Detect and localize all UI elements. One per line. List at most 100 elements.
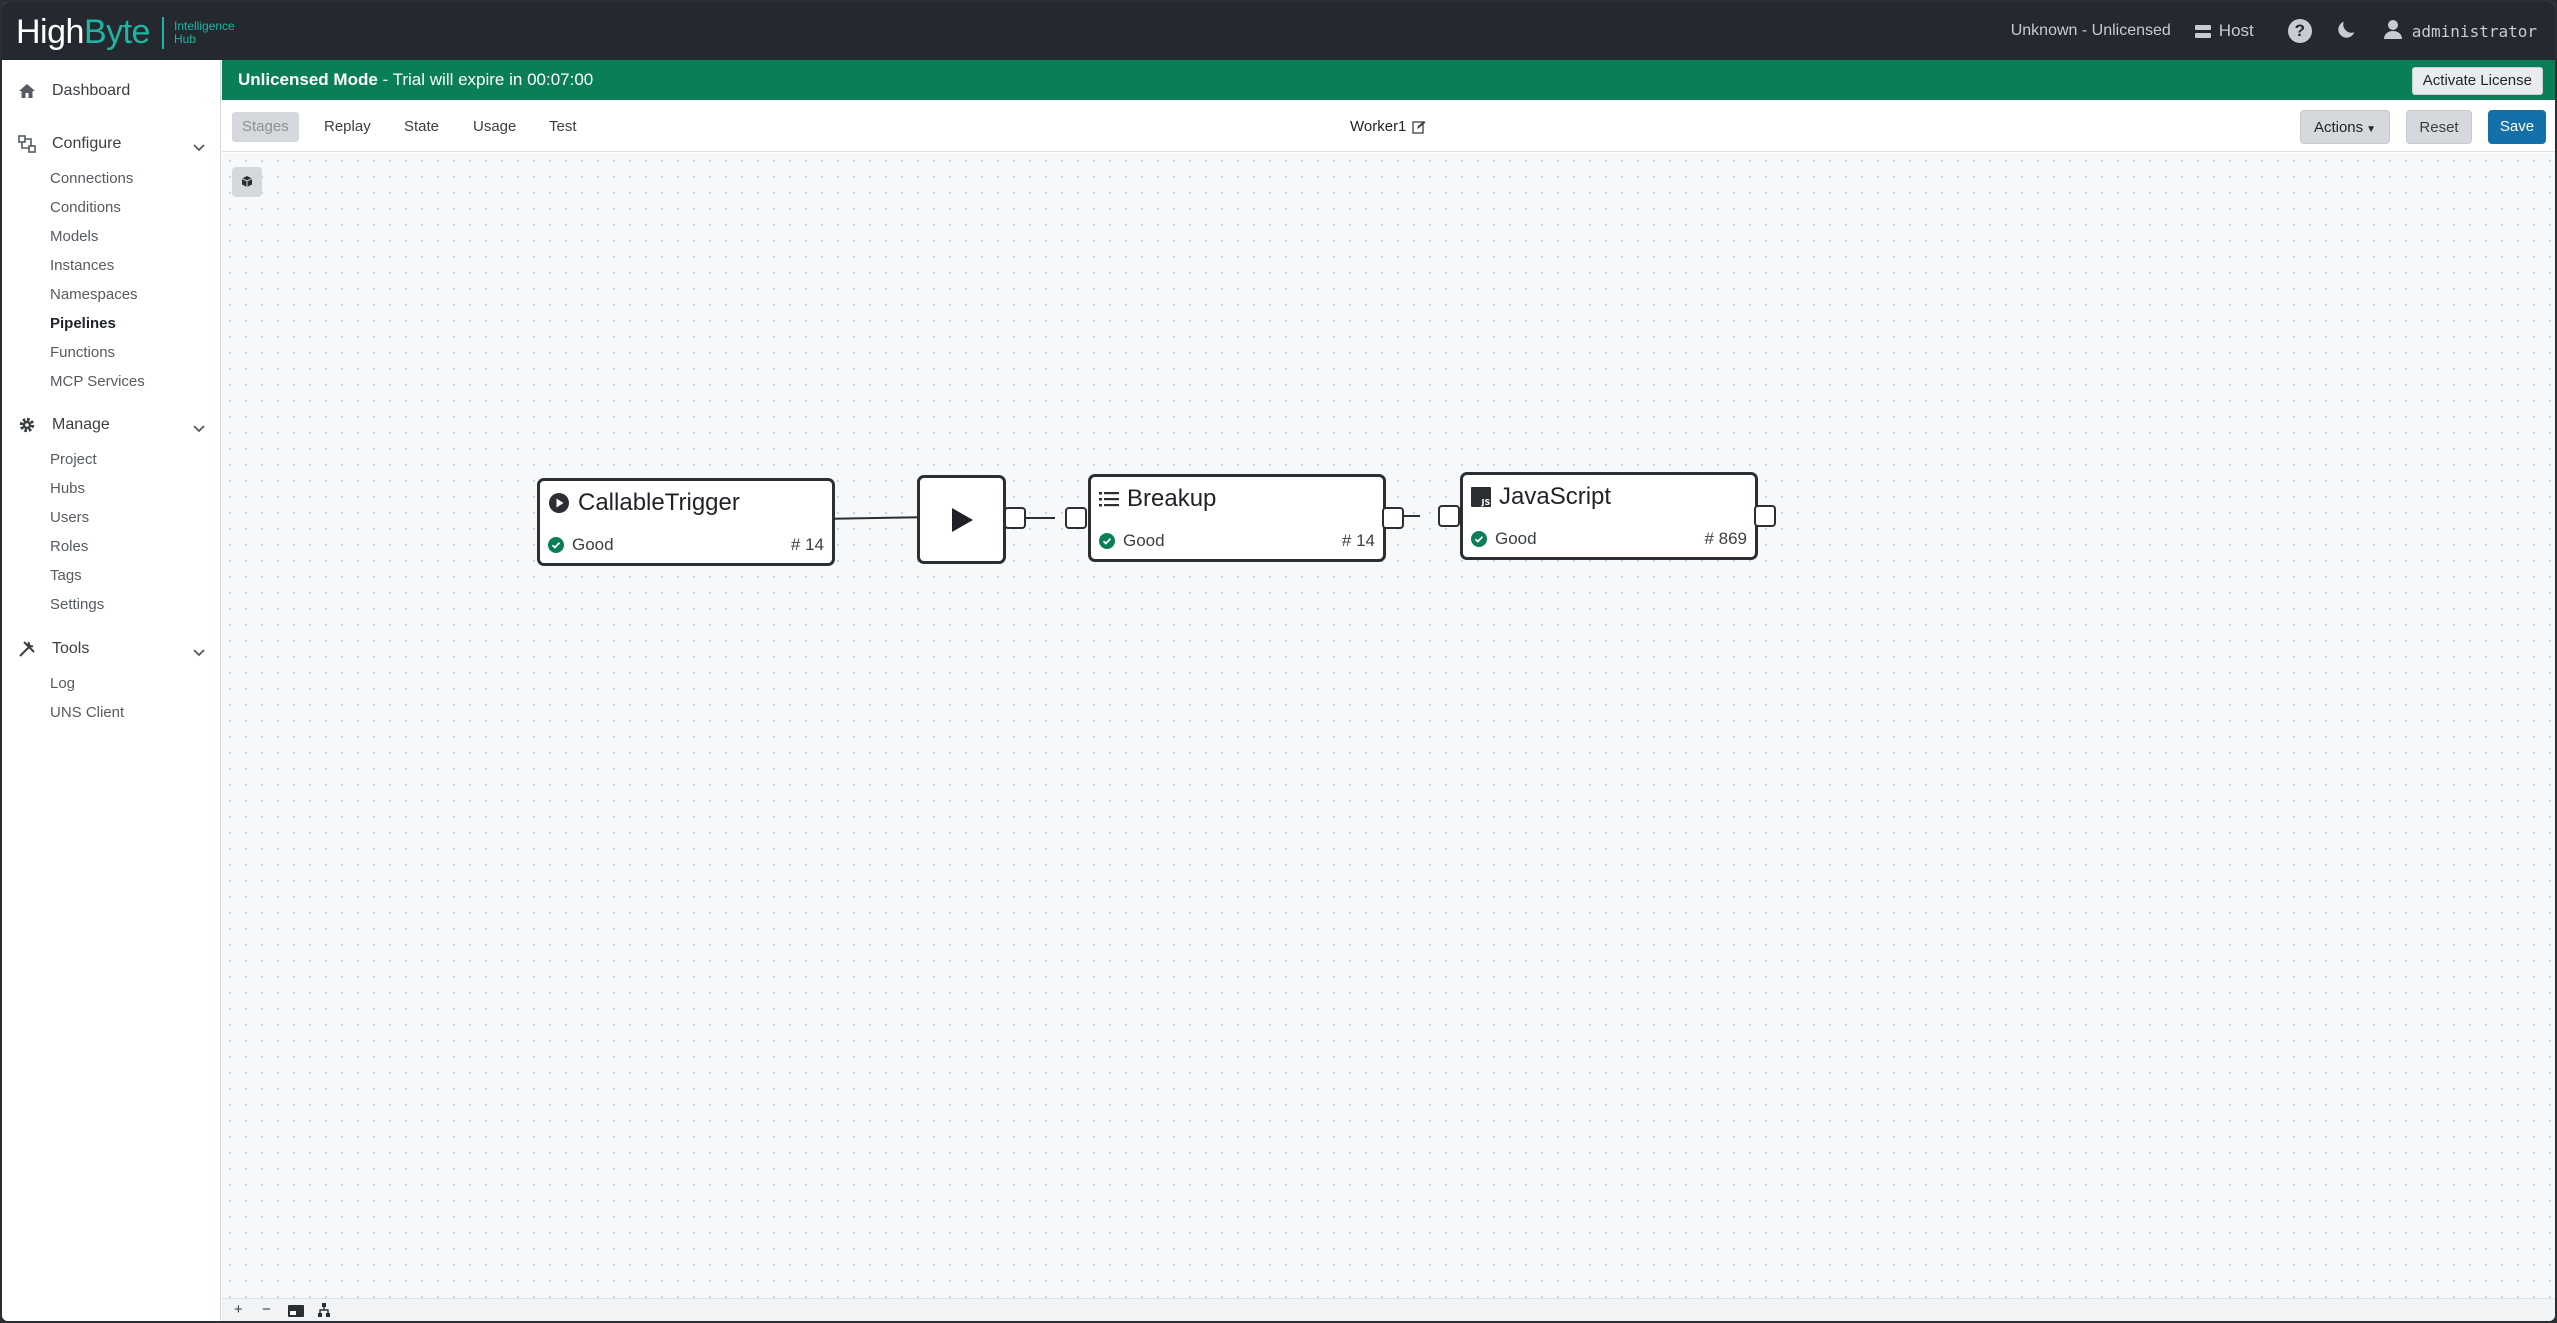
play-circle-icon: [548, 492, 570, 514]
sidebar-item-hubs[interactable]: Hubs: [50, 480, 86, 497]
sidebar-item-project[interactable]: Project: [50, 451, 97, 468]
actions-label: Actions: [2313, 119, 2364, 136]
logo-text-accent: Byte: [83, 13, 151, 51]
chevron-down-icon[interactable]: [192, 140, 206, 158]
logo-subtitle-line2: Hub: [173, 31, 196, 46]
output-port[interactable]: [1004, 507, 1026, 529]
server-icon: [2194, 24, 2211, 38]
stage-node-javascript[interactable]: JS JavaScript Good # 869: [1460, 472, 1758, 560]
zoom-in-button[interactable]: +: [234, 1301, 243, 1318]
sidebar-item-conditions[interactable]: Conditions: [50, 199, 121, 216]
user-menu[interactable]: administrator: [2383, 19, 2537, 44]
trigger-play-node[interactable]: [917, 475, 1006, 564]
sidebar-item-log[interactable]: Log: [50, 675, 76, 692]
sidebar-item-roles[interactable]: Roles: [50, 538, 89, 555]
sidebar-section-configure[interactable]: Configure: [18, 135, 121, 153]
node-count: # 14: [790, 535, 824, 554]
save-button[interactable]: Save: [2488, 110, 2546, 144]
moon-icon[interactable]: [2336, 18, 2358, 45]
tab-usage[interactable]: Usage: [473, 118, 517, 135]
chevron-down-icon[interactable]: [192, 421, 206, 439]
activate-license-button[interactable]: Activate License: [2411, 67, 2543, 95]
home-icon: [18, 82, 36, 100]
auto-layout-icon[interactable]: [318, 1303, 330, 1321]
logo-subtitle-line1: Intelligence: [173, 18, 235, 33]
pipeline-name[interactable]: Worker1: [1350, 112, 1426, 142]
help-icon[interactable]: ?: [2287, 19, 2312, 43]
edit-icon[interactable]: [1412, 120, 1426, 134]
sidebar-item-label: Dashboard: [52, 82, 131, 99]
output-port[interactable]: [1382, 507, 1404, 529]
host-button[interactable]: Host: [2194, 21, 2254, 41]
sidebar-item-settings[interactable]: Settings: [50, 596, 105, 613]
sidebar-item-functions[interactable]: Functions: [50, 344, 116, 361]
input-port[interactable]: [1438, 505, 1460, 527]
sidebar-section-label: Manage: [52, 416, 110, 433]
minimap-icon[interactable]: [288, 1304, 304, 1321]
sidebar-item-pipelines[interactable]: Pipelines: [50, 315, 116, 332]
sidebar-item-instances[interactable]: Instances: [50, 257, 115, 274]
gear-icon: [18, 416, 36, 434]
canvas-controls: + −: [222, 1298, 2555, 1321]
banner-mode: Unlicensed Mode: [238, 70, 378, 89]
tab-state[interactable]: State: [404, 118, 440, 135]
check-circle-icon: [1471, 531, 1487, 547]
node-count: # 14: [1341, 531, 1375, 550]
cube-icon: [241, 176, 253, 187]
user-icon: [2383, 19, 2402, 44]
connection-wire: [1007, 517, 1055, 519]
sidebar-item-mcp-services[interactable]: MCP Services: [50, 373, 145, 390]
sidebar-item-tags[interactable]: Tags: [50, 567, 82, 584]
pipeline-canvas[interactable]: CallableTrigger Good # 14 Breakup: [222, 153, 2555, 1298]
check-circle-icon: [1099, 533, 1115, 549]
stage-node-callable-trigger[interactable]: CallableTrigger Good # 14: [537, 478, 835, 566]
tab-replay[interactable]: Replay: [324, 118, 371, 135]
node-status: Good: [572, 535, 614, 554]
flow-icon: [18, 135, 36, 153]
banner-message: - Trial will expire in 00:07:00: [377, 70, 594, 89]
logo-divider: [161, 16, 164, 49]
node-title: CallableTrigger: [578, 489, 740, 516]
sidebar: Dashboard Configure Connections Conditio…: [2, 60, 221, 1321]
pipeline-toolbar: Stages Replay State Usage Test Worker1 A…: [222, 100, 2555, 152]
license-status: Unknown - Unlicensed: [2010, 22, 2171, 39]
sidebar-item-namespaces[interactable]: Namespaces: [50, 286, 138, 303]
svg-text:JS: JS: [1481, 498, 1491, 507]
zoom-out-button[interactable]: −: [262, 1301, 271, 1318]
sidebar-item-users[interactable]: Users: [50, 509, 90, 526]
node-title: JavaScript: [1499, 483, 1612, 510]
reset-button[interactable]: Reset: [2406, 110, 2472, 144]
host-label: Host: [2218, 21, 2254, 40]
input-port[interactable]: [1065, 507, 1087, 529]
pipeline-name-text: Worker1: [1350, 118, 1407, 135]
sidebar-section-tools[interactable]: Tools: [18, 640, 89, 658]
list-icon: [1099, 490, 1119, 508]
node-title: Breakup: [1127, 485, 1217, 512]
node-status: Good: [1123, 531, 1165, 550]
output-port[interactable]: [1754, 505, 1776, 527]
sidebar-item-connections[interactable]: Connections: [50, 170, 134, 187]
logo-subtitle: Intelligence Hub: [173, 18, 235, 46]
caret-down-icon: ▼: [2366, 124, 2377, 135]
sidebar-item-dashboard[interactable]: Dashboard: [18, 82, 130, 100]
sidebar-section-manage[interactable]: Manage: [18, 416, 110, 434]
sidebar-section-label: Tools: [52, 640, 90, 657]
tab-stages[interactable]: Stages: [232, 112, 299, 142]
actions-dropdown-button[interactable]: Actions▼: [2300, 110, 2390, 144]
tab-test[interactable]: Test: [549, 118, 577, 135]
chevron-down-icon[interactable]: [192, 645, 206, 663]
license-banner: Unlicensed Mode - Trial will expire in 0…: [222, 60, 2555, 100]
sidebar-section-label: Configure: [52, 135, 122, 152]
stage-node-breakup[interactable]: Breakup Good # 14: [1088, 474, 1386, 562]
connection-wire: [832, 516, 922, 520]
javascript-icon: JS: [1471, 487, 1491, 507]
sidebar-item-models[interactable]: Models: [50, 228, 99, 245]
node-status: Good: [1495, 529, 1537, 548]
check-circle-icon: [548, 537, 564, 553]
stage-palette-button[interactable]: [232, 167, 262, 197]
sidebar-item-uns-client[interactable]: UNS Client: [50, 704, 125, 721]
banner-text: Unlicensed Mode - Trial will expire in 0…: [238, 70, 593, 90]
